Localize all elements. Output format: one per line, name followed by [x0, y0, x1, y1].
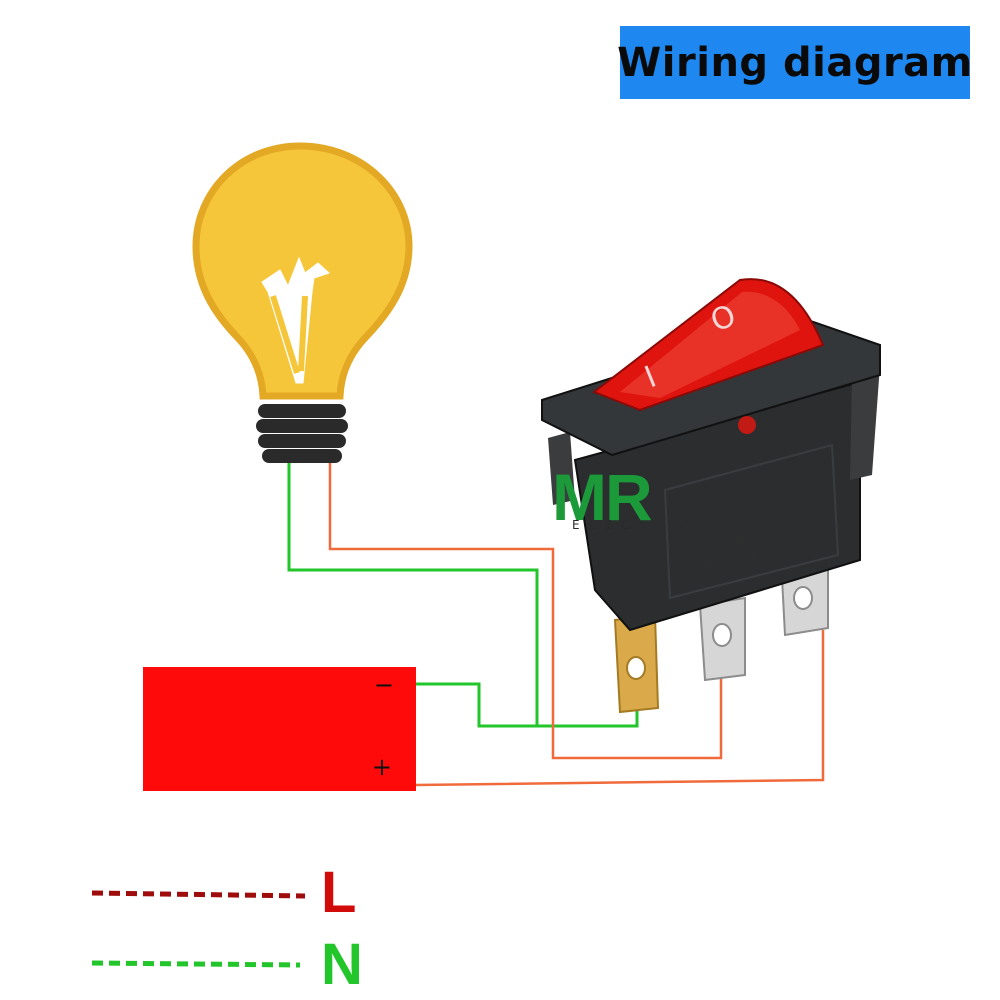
- neutral-wire-battery: [416, 682, 639, 728]
- filament-icon: [261, 256, 330, 384]
- live-wire-battery: [415, 630, 825, 787]
- legend-line-neutral: [91, 960, 301, 968]
- switch-temp: T85: [735, 495, 761, 515]
- live-wires: [328, 462, 825, 787]
- switch-terminal-right: [780, 566, 829, 637]
- legend-line-live: [91, 890, 306, 899]
- battery-plus-label: +: [371, 753, 392, 781]
- neutral-wires: [287, 462, 639, 728]
- rocker-switch: I O KCD3 T85 CQC 16A 250V AC 20A 125V AC…: [541, 278, 881, 714]
- watermark-subtitle: ELEC: [572, 518, 639, 532]
- title-badge: Wiring diagram: [617, 26, 973, 99]
- live-wire-lamp: [328, 462, 723, 760]
- watermark-logo: MR: [552, 460, 653, 534]
- switch-model: KCD3: [683, 515, 717, 537]
- switch-terminal-left: [613, 613, 660, 714]
- bulb-socket-ring: [258, 404, 346, 418]
- switch-cert-mark: CQC: [779, 482, 795, 494]
- legend-label-live: L: [321, 860, 357, 925]
- switch-terminal-middle: [698, 596, 746, 682]
- legend-label-neutral: N: [321, 932, 363, 997]
- neutral-wire-lamp: [287, 462, 539, 726]
- indicator-light: [738, 416, 756, 434]
- page-title: Wiring diagram: [617, 39, 973, 86]
- light-bulb-icon: [192, 142, 413, 463]
- battery-minus-label: −: [373, 671, 394, 699]
- switch-ce-mark: CE: [787, 497, 806, 515]
- battery-block: − +: [143, 667, 416, 791]
